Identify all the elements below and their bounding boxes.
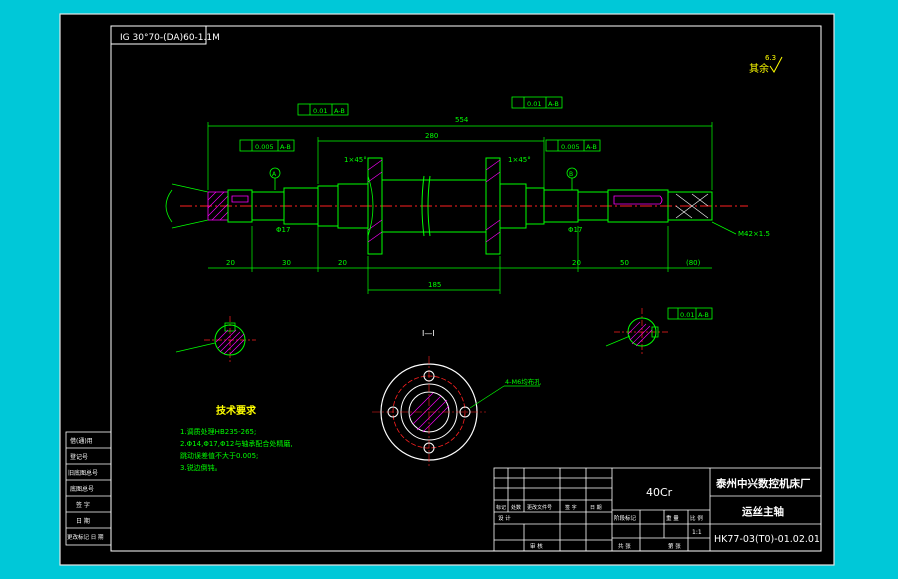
roughness-symbol-icon [769, 56, 783, 73]
title-row-label-2: 更改文件号 [527, 504, 552, 511]
dim-right-diam: Φ17 [568, 226, 582, 234]
hole-note: 4-M6均布孔 [505, 377, 541, 386]
tolerance-frame-1: 0.01 A-B [297, 103, 349, 116]
svg-text:0.005: 0.005 [561, 143, 580, 151]
sidebar-row-0: 借(通)用 [70, 437, 93, 445]
drawing-frame [110, 25, 822, 552]
title-company: 泰州中兴数控机床厂 [715, 477, 811, 490]
title-drawing-number: HK77-03(T0)-01.02.01 [714, 534, 820, 545]
sidebar-row-2: 旧底图总号 [68, 469, 98, 477]
tech-note-2: 2.Φ14,Φ17,Φ12与轴承配合处精磨, [180, 439, 293, 448]
svg-text:0.005: 0.005 [255, 143, 274, 151]
dim-right-tail: (80) [686, 259, 701, 267]
dim-flange-span: 185 [428, 281, 441, 289]
svg-text:A-B: A-B [280, 143, 291, 151]
tolerance-frame-3: 0.005 A-B [545, 139, 601, 152]
datum-b-marker: B [566, 167, 578, 190]
sidebar-row-5: 日 期 [76, 517, 90, 525]
left-cone-arc [165, 189, 173, 223]
title-material: 40Cr [646, 486, 673, 499]
dim-right-step-1: 20 [572, 259, 581, 267]
tolerance-frame-5: 0.01 A-B [667, 307, 713, 320]
flange-fillet [367, 175, 374, 237]
title-row-label-3: 签 字 [565, 504, 577, 511]
svg-text:0.01: 0.01 [527, 100, 541, 108]
dim-left-step-2: 30 [282, 259, 291, 267]
dim-overall-length: 554 [455, 116, 469, 124]
svg-text:A-B: A-B [586, 143, 597, 151]
shaft-main-view [165, 157, 748, 255]
title-weight-label: 重 量 [666, 514, 679, 522]
tech-note-1: 1.调质处理HB235-265; [180, 427, 256, 436]
title-row-label-0: 标记 [496, 504, 506, 511]
left-sidebar-table [65, 431, 112, 546]
title-stage-label: 阶段标记 [614, 514, 637, 522]
sidebar-row-1: 登记号 [70, 453, 88, 461]
dim-left-step-1: 20 [226, 259, 235, 267]
section-label: I—I [422, 329, 435, 338]
title-part-name: 运丝主轴 [742, 505, 784, 518]
title-page-label: 第 张 [668, 542, 681, 550]
title-block [493, 467, 822, 552]
sidebar-row-6: 更改标记 日 期 [67, 533, 104, 541]
title-design-label: 设 计 [498, 514, 511, 522]
right-section-detail [605, 308, 670, 356]
code-stamp-box [110, 25, 207, 45]
dim-chamfer-right: 1×45° [508, 156, 531, 164]
flange-end-view [372, 356, 540, 468]
tech-note-3: 跳动误差值不大于0.005; [180, 451, 258, 460]
dim-left-diam: Φ17 [276, 226, 290, 234]
sidebar-row-4: 签 字 [76, 501, 90, 509]
dim-left-step-3: 20 [338, 259, 347, 267]
tech-title: 技术要求 [216, 404, 257, 417]
datum-a-marker: A [269, 167, 281, 190]
title-check-label: 审 核 [530, 542, 543, 550]
tolerance-frame-4: 0.01 A-B [511, 96, 563, 109]
dim-middle-length: 280 [425, 132, 438, 140]
title-row-label-1: 处数 [511, 504, 521, 511]
drawing-sheet [59, 13, 835, 566]
thread-note: M42×1.5 [738, 230, 770, 238]
title-sheet-label: 共 张 [618, 542, 631, 550]
svg-text:A: A [272, 171, 277, 178]
svg-text:0.01: 0.01 [313, 107, 327, 115]
dim-right-step-2: 50 [620, 259, 629, 267]
tolerance-frame-2: 0.005 A-B [239, 139, 295, 152]
tech-note-4: 3.锐边倒钝。 [180, 463, 222, 472]
main-view-dimensions [207, 122, 713, 294]
right-keyway [613, 195, 663, 205]
title-scale-label: 比 例 [690, 514, 703, 522]
left-section-detail [175, 316, 256, 364]
roughness-value: 6.3 [765, 54, 776, 62]
title-row-label-4: 日 期 [590, 505, 602, 511]
svg-text:A-B: A-B [334, 107, 345, 115]
left-keyway [231, 195, 249, 203]
roughness-note: 其余 [749, 62, 769, 75]
code-stamp: IG 30°70-(DA)60-1.1M [120, 33, 220, 43]
sidebar-row-3: 底图总号 [70, 485, 94, 493]
svg-text:0.01: 0.01 [680, 311, 694, 319]
dim-chamfer-left: 1×45° [344, 156, 367, 164]
svg-text:A-B: A-B [698, 311, 709, 319]
svg-text:B: B [569, 171, 573, 178]
title-scale-value: 1:1 [692, 529, 702, 536]
svg-text:A-B: A-B [548, 100, 559, 108]
